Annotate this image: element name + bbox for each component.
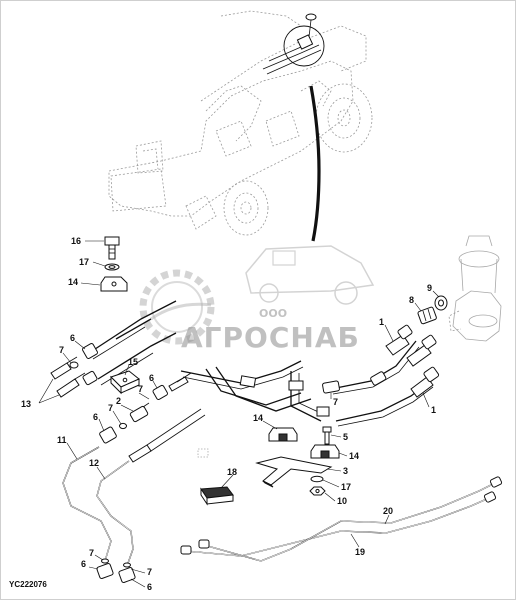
adapter-2 [129,402,150,423]
fitting-1-upper [385,324,413,356]
callout-14: 14 [68,277,78,287]
callout-7: 7 [108,403,113,413]
seal-9 [434,295,448,311]
callout-18: 18 [227,467,237,477]
bolt-16 [104,236,120,260]
fitting-bottom-left [96,558,114,579]
gear-tractor-logo-icon [139,269,215,345]
clamp-14-lower-right [310,444,340,459]
callout-17: 17 [341,482,351,492]
callout-7: 7 [89,548,94,558]
callout-13: 13 [21,399,31,409]
watermark-prefix: ООО [259,307,287,320]
callout-11: 11 [57,435,67,445]
callout-3: 3 [343,466,348,476]
valve-detail [262,13,325,75]
callout-1: 1 [431,405,436,415]
callout-7: 7 [59,345,64,355]
callout-14: 14 [253,413,263,423]
leader-lines [38,240,440,588]
callout-7: 7 [138,384,143,394]
fitting-6-mid [152,384,168,400]
callout-19: 19 [355,547,365,557]
hydraulic-lines-center [180,360,330,422]
hose-mid-segments [168,372,192,392]
fitting-bottom-right [118,562,136,583]
hose-lines-left [88,300,177,386]
callout-5: 5 [343,432,348,442]
callout-10: 10 [337,496,347,506]
fitting-6-upper [82,343,98,359]
watermark-company-name: АГРОСНАБ [181,321,360,354]
fitting-7-upper [69,361,79,369]
washer-17-left [104,263,120,271]
routing-line [309,85,321,242]
fitting-6-lower [99,426,117,444]
tube-12 [96,460,134,567]
valve-body-outline [448,235,502,342]
fitting-1-mid [406,334,437,367]
tractor-outline [108,10,373,236]
callout-20: 20 [383,506,393,516]
callout-6: 6 [70,333,75,343]
nut-10 [309,486,326,496]
callout-15: 15 [128,357,138,367]
callout-7: 7 [333,397,338,407]
hose-13 [50,356,98,398]
callout-6: 6 [149,373,154,383]
washer-17-right [310,475,324,483]
clamp-14-left [100,276,128,292]
combine-silhouette-icon [245,245,375,305]
watermark: ООО АГРОСНАБ [139,245,375,354]
bolt-5 [322,426,332,445]
hose-lower-segment [128,408,206,463]
callout-6: 6 [147,582,152,592]
callout-2: 2 [116,396,121,406]
callout-6: 6 [81,559,86,569]
callout-6: 6 [93,412,98,422]
tube-20 [198,476,503,562]
tube-11 [62,446,112,562]
tube-19 [180,491,497,557]
fitting-1-lower [410,366,440,398]
callout-8: 8 [409,295,414,305]
callout-14: 14 [349,451,359,461]
adapter-8 [417,306,437,325]
clamp-14-upper-right [268,427,298,442]
bracket-3 [255,456,333,488]
callout-16: 16 [71,236,81,246]
callout-12: 12 [89,458,99,468]
callout-17: 17 [79,257,89,267]
callout-7: 7 [147,567,152,577]
fitting-7-lower [119,422,127,430]
callout-9: 9 [427,283,432,293]
callout-labels: 16 17 14 6 7 13 15 2 7 6 6 7 11 12 18 7 … [21,236,436,592]
block-15 [110,370,140,395]
ghost-fitting [197,448,209,458]
block-18 [200,486,234,506]
callout-1: 1 [379,317,384,327]
figure-reference-code: YC222076 [9,580,47,589]
